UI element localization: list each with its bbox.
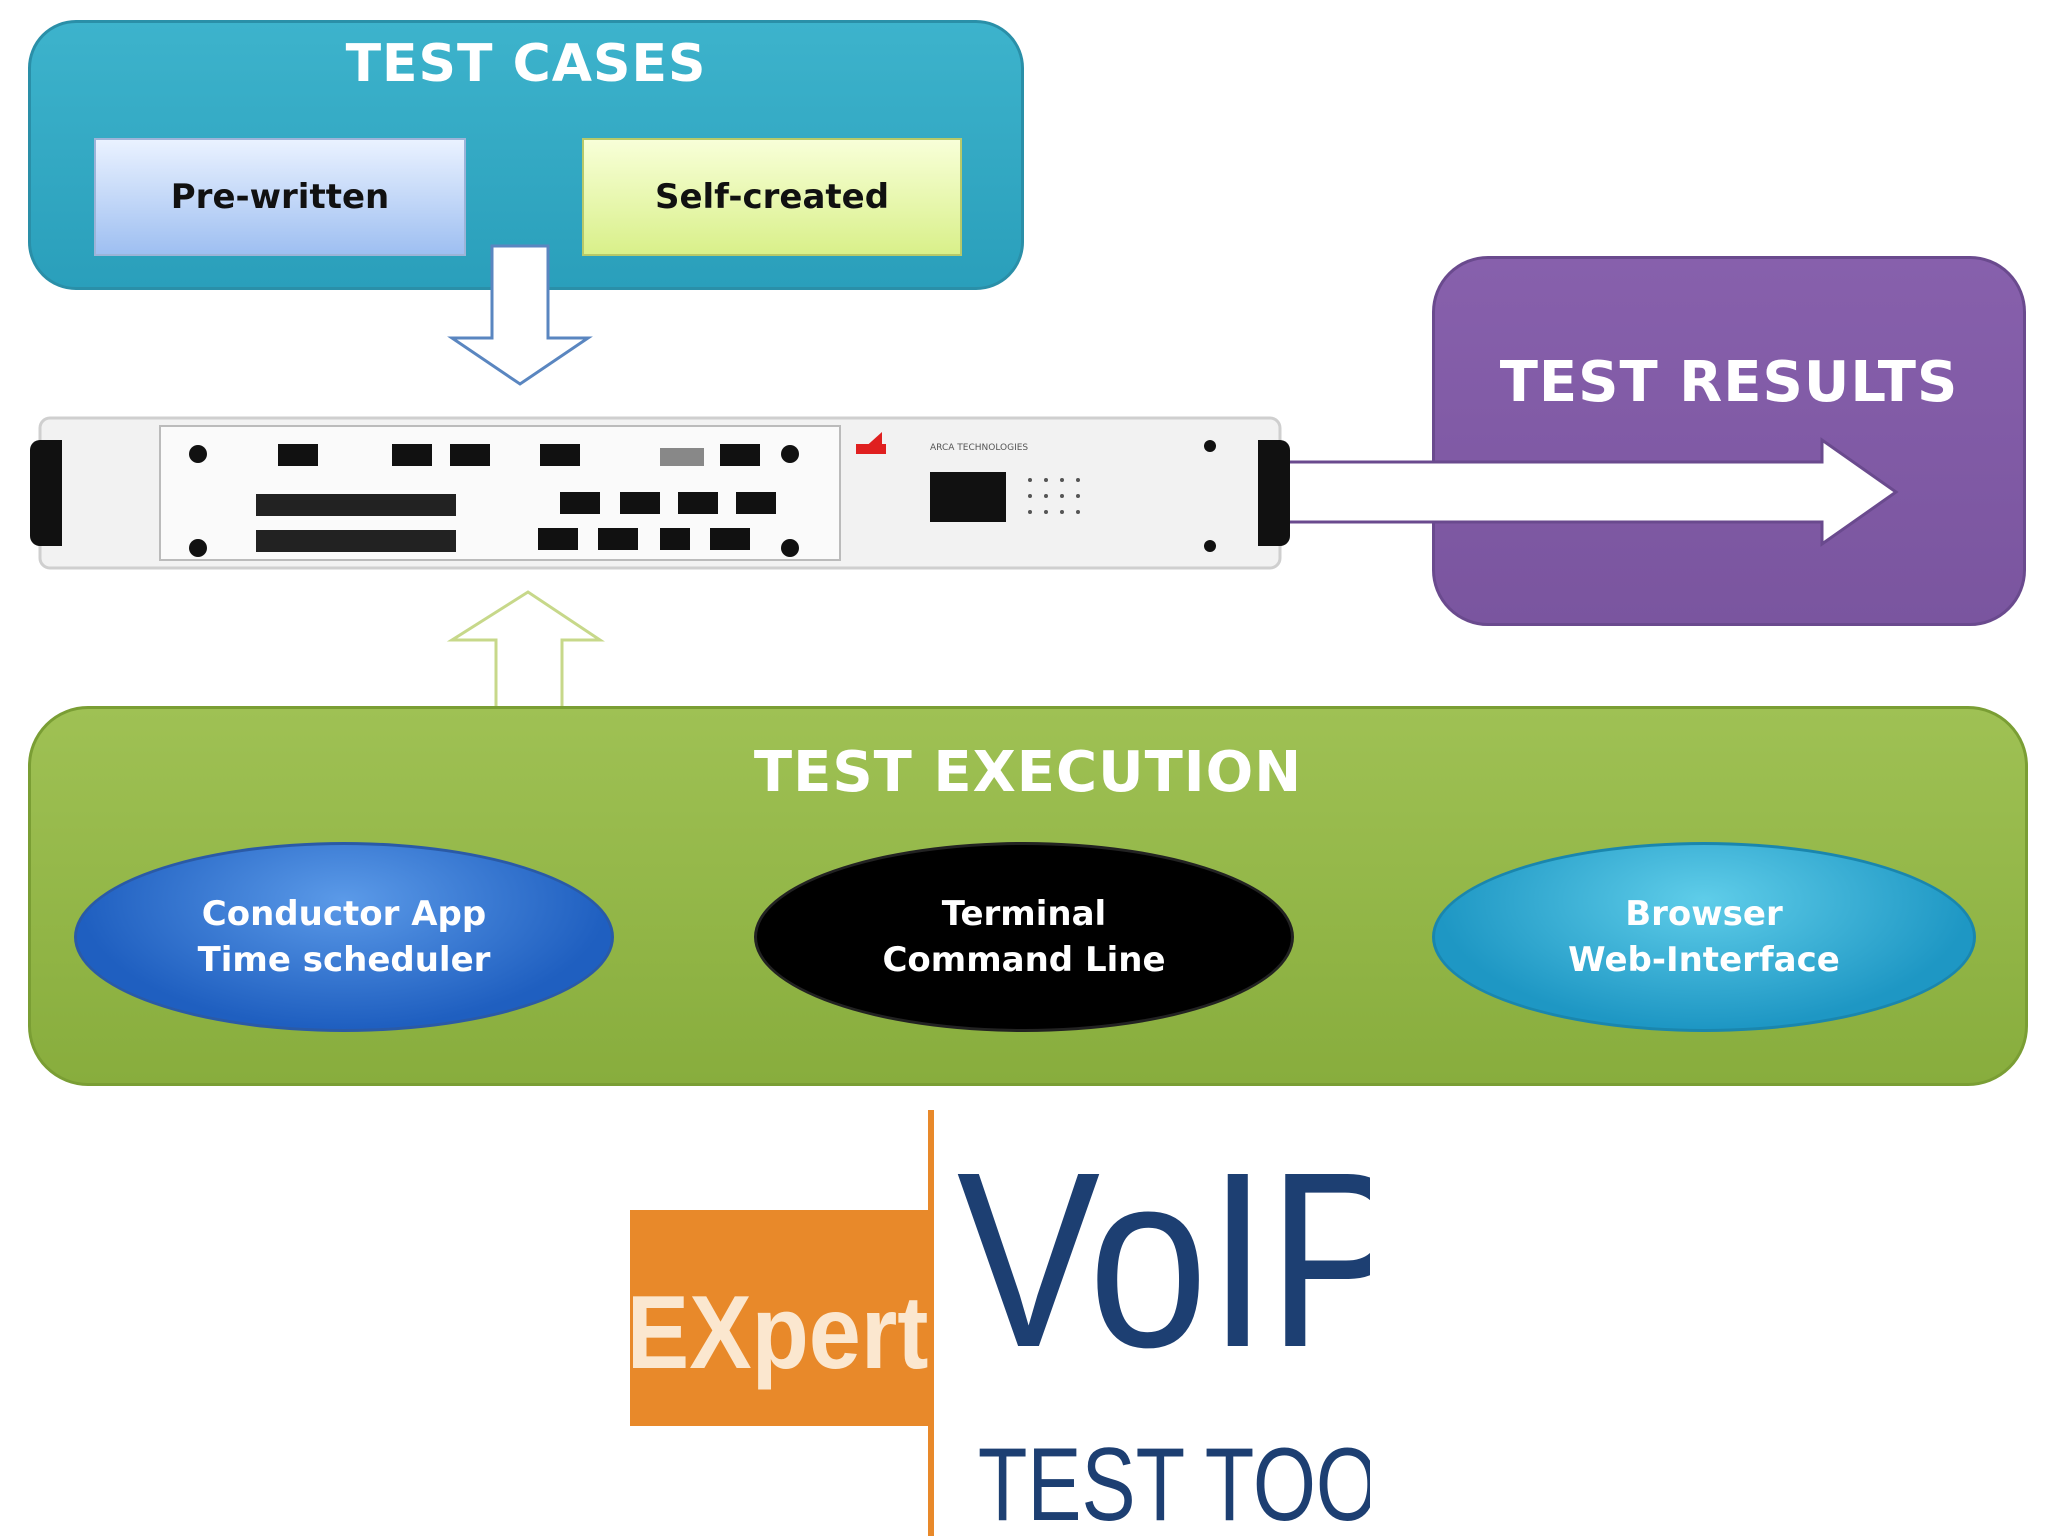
logo-divider <box>928 1110 934 1536</box>
browser-oval: Browser Web-Interface <box>1432 842 1976 1032</box>
test-execution-title: TEST EXECUTION <box>753 740 1303 805</box>
left-handle-icon <box>30 440 62 546</box>
logo-test-tools-text: TEST TOOLS <box>978 1426 1370 1536</box>
conductor-line1: Conductor App <box>201 894 487 934</box>
test-results-title: TEST RESULTS <box>1499 350 1959 415</box>
terminal-line2: Command Line <box>882 940 1166 980</box>
terminal-oval: Terminal Command Line <box>754 842 1294 1032</box>
logo-orange-block <box>630 1210 930 1426</box>
expert-voip-logo: EXpert VoIP TEST TOOLS <box>630 1110 1370 1536</box>
terminal-line1: Terminal <box>941 894 1107 934</box>
logo-voip-text: VoIP <box>957 1121 1370 1400</box>
brand-label: ARCA TECHNOLOGIES <box>930 443 1028 453</box>
logo-expert-text: EXpert <box>630 1273 928 1390</box>
browser-line1: Browser <box>1625 894 1783 934</box>
test-appliance: ARCA TECHNOLOGIES <box>30 416 1290 570</box>
conductor-app-oval: Conductor App Time scheduler <box>74 842 614 1032</box>
conductor-line2: Time scheduler <box>197 940 491 980</box>
arrow-down-icon <box>447 244 593 386</box>
right-handle-icon <box>1258 440 1290 546</box>
prewritten-box: Pre-written <box>94 138 466 256</box>
test-results-panel <box>1432 256 2026 626</box>
test-cases-title: TEST CASES <box>345 34 707 94</box>
selfcreated-box: Self-created <box>582 138 962 256</box>
browser-line2: Web-Interface <box>1568 940 1840 980</box>
